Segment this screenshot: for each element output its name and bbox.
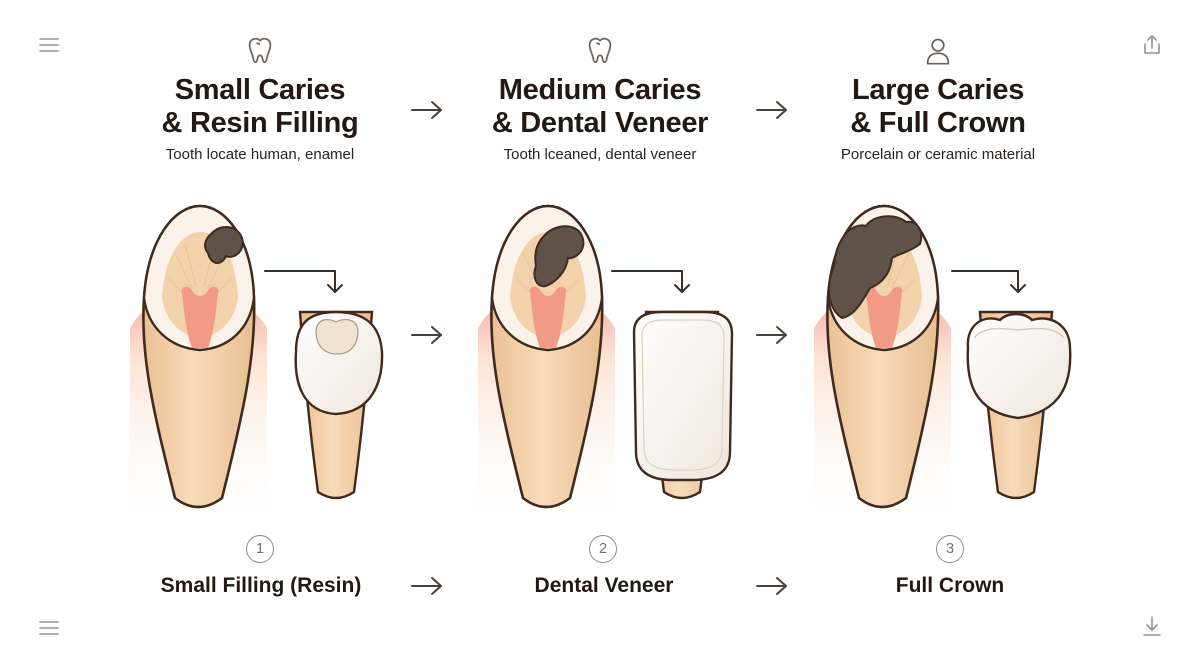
- arrow-right-icon: [755, 576, 789, 596]
- step-2-subtitle: Tooth lceaned, dental veneer: [503, 146, 697, 163]
- tooth-full-crown: [966, 310, 1072, 500]
- step-number-1: 1: [246, 535, 274, 563]
- tooth-resin-filling: [294, 310, 384, 500]
- tooth-veneer: [632, 310, 734, 500]
- step-3-column: Large Caries & Full Crown Porcelain or c…: [768, 0, 1108, 669]
- step-2-label: Dental Veneer: [534, 574, 674, 597]
- step-number-2: 2: [589, 535, 617, 563]
- download-icon[interactable]: [1140, 614, 1164, 638]
- step-1-subtitle: Tooth locate human, enamel: [165, 146, 355, 163]
- person-icon: [768, 36, 1108, 71]
- step-3-label: Full Crown: [895, 574, 1005, 597]
- share-icon[interactable]: [1140, 33, 1164, 57]
- step-1-title: Small Caries & Resin Filling: [161, 74, 359, 139]
- hook-arrows: [264, 270, 1026, 293]
- step-1-column: Small Caries & Resin Filling Tooth locat…: [90, 0, 430, 669]
- step-3-title: Large Caries & Full Crown: [850, 74, 1026, 139]
- arrow-right-icon: [755, 100, 789, 120]
- tooth-medium-caries: [476, 204, 617, 530]
- step-3-subtitle: Porcelain or ceramic material: [840, 146, 1036, 163]
- step-2-column: Medium Caries & Dental Veneer Tooth lcea…: [430, 0, 770, 669]
- menu-icon[interactable]: [37, 616, 61, 640]
- step-number-3: 3: [936, 535, 964, 563]
- step-2-title: Medium Caries & Dental Veneer: [491, 74, 709, 139]
- tooth-icon: [90, 36, 430, 71]
- arrow-right-icon: [410, 100, 444, 120]
- tooth-large-caries: [812, 204, 953, 530]
- menu-icon[interactable]: [37, 33, 61, 57]
- arrow-right-icon: [410, 325, 444, 345]
- tooth-small-caries: [128, 204, 269, 530]
- step-1-label: Small Filling (Resin): [160, 574, 362, 597]
- tooth-icon: [430, 36, 770, 71]
- arrow-right-icon: [755, 325, 789, 345]
- arrow-right-icon: [410, 576, 444, 596]
